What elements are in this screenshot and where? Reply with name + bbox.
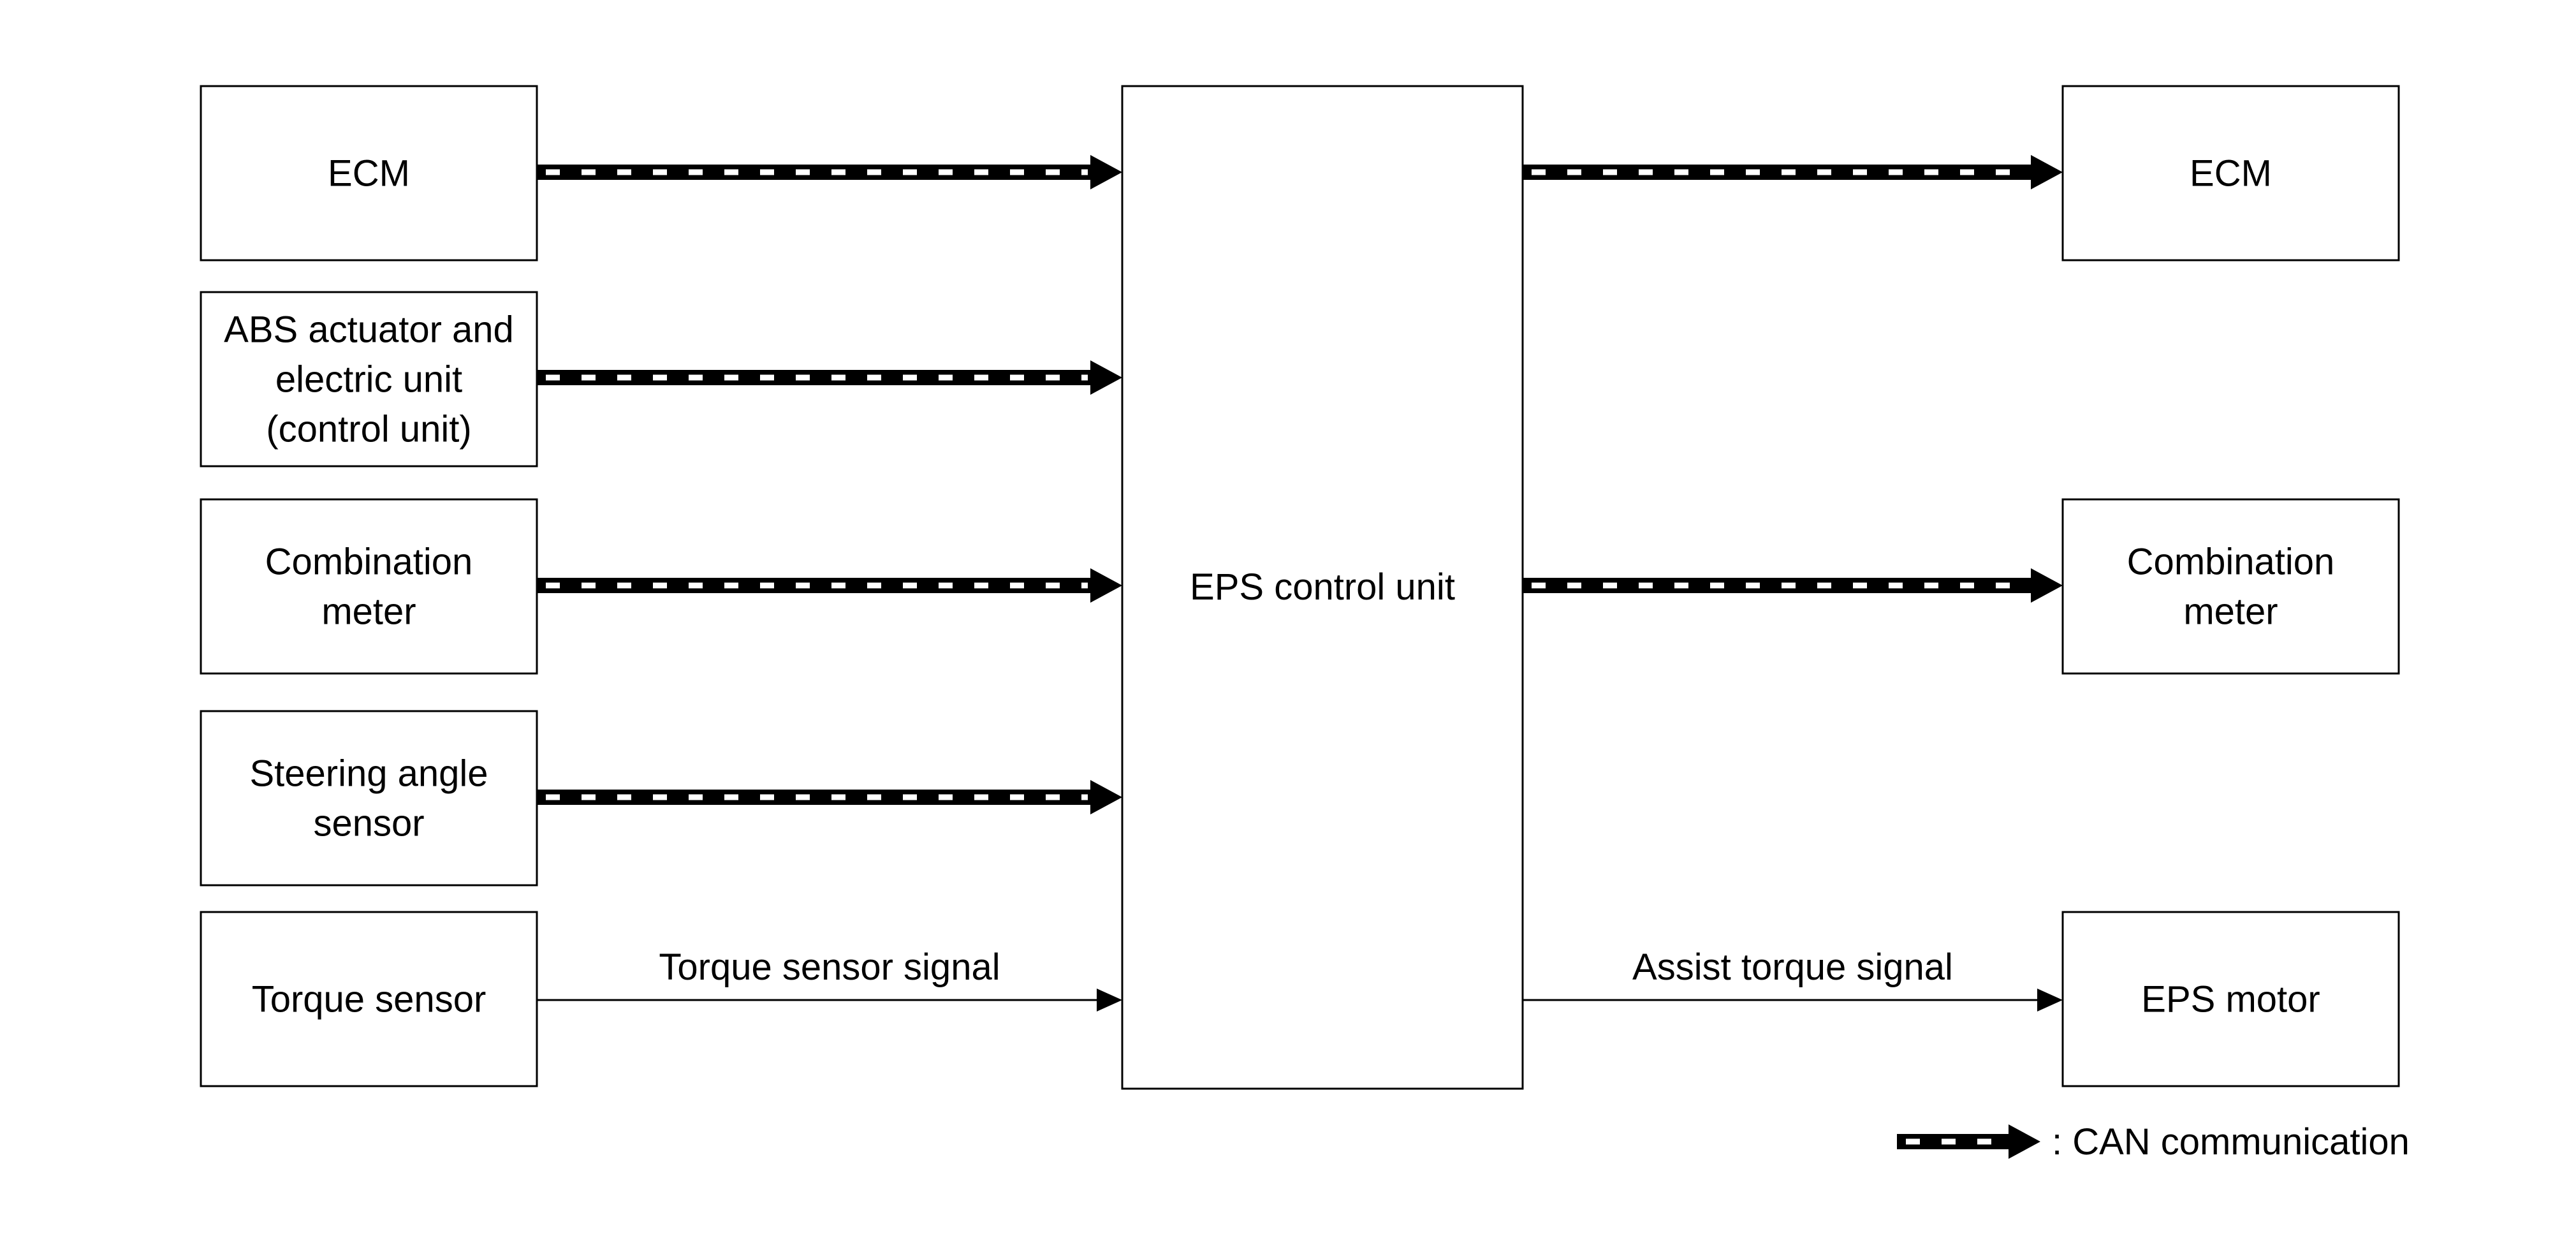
eps-control-unit-box: EPS control unit xyxy=(1121,85,1524,1090)
eps-control-unit-frame xyxy=(1121,85,1524,1090)
legend-label: : CAN communication xyxy=(2052,1121,2410,1163)
output-can-arrow-2 xyxy=(1523,568,2063,603)
input-box-3-frame xyxy=(200,498,538,675)
input-box-2-label-line: (control unit) xyxy=(266,409,471,450)
input-signal-arrow-5-arrowhead xyxy=(1097,989,1122,1012)
input-box-4-label-line: sensor xyxy=(313,803,424,844)
input-can-arrow-4-arrowhead xyxy=(1090,780,1122,814)
output-box-3: EPS motor xyxy=(2061,911,2400,1087)
input-can-arrow-2-arrowhead xyxy=(1090,360,1122,395)
output-box-2-frame xyxy=(2061,498,2400,675)
output-box-3-frame xyxy=(2061,911,2400,1087)
output-box-2: Combination meter xyxy=(2061,498,2400,675)
input-can-arrow-3 xyxy=(537,568,1122,603)
input-can-arrow-4 xyxy=(537,780,1122,814)
output-signal-arrow-3-arrowhead xyxy=(2037,989,2063,1012)
input-box-2-label-line: ABS actuator and xyxy=(224,309,514,351)
input-box-5: Torque sensor xyxy=(200,911,538,1087)
input-box-5-frame xyxy=(200,911,538,1087)
input-box-2: ABS actuator and electric unit (control un… xyxy=(200,291,538,467)
input-box-3-label-line: Combination xyxy=(265,541,473,583)
output-can-arrow-1-arrowhead xyxy=(2031,155,2063,189)
output-box-1-label-line: ECM xyxy=(2190,153,2272,195)
legend: : CAN communication xyxy=(1897,1121,2410,1163)
input-box-4-label-line: Steering angle xyxy=(249,753,488,795)
output-can-arrow-1 xyxy=(1523,155,2063,189)
input-can-arrow-3-arrowhead xyxy=(1090,568,1122,603)
input-can-arrow-1-arrowhead xyxy=(1090,155,1122,189)
output-box-3-label-line: EPS motor xyxy=(2141,979,2320,1020)
input-box-4: Steering angle sensor xyxy=(200,710,538,887)
legend-can-symbol-arrowhead xyxy=(2009,1124,2040,1159)
legend-can-symbol xyxy=(1897,1124,2040,1159)
output-can-arrow-2-arrowhead xyxy=(2031,568,2063,603)
output-box-1: ECM xyxy=(2061,85,2400,261)
input-signal-arrow-5-label: Torque sensor signal xyxy=(659,946,1000,988)
input-box-5-label-line: Torque sensor xyxy=(252,979,487,1020)
input-box-4-frame xyxy=(200,710,538,887)
input-box-3-label-line: meter xyxy=(321,591,416,633)
input-box-1-frame xyxy=(200,85,538,261)
output-signal-arrow-3-label: Assist torque signal xyxy=(1632,946,1953,988)
input-signal-arrow-5: Torque sensor signal xyxy=(537,946,1122,1012)
input-box-2-label-line: electric unit xyxy=(275,359,462,401)
eps-control-unit-label: EPS control unit xyxy=(1190,566,1455,608)
output-box-2-label-line: meter xyxy=(2183,591,2278,633)
input-can-arrow-2 xyxy=(537,360,1122,395)
input-box-2-frame xyxy=(200,291,538,467)
input-box-3: Combination meter xyxy=(200,498,538,675)
input-can-arrow-1 xyxy=(537,155,1122,189)
input-box-1: ECM xyxy=(200,85,538,261)
output-signal-arrow-3: Assist torque signal xyxy=(1523,946,2063,1012)
output-box-1-frame xyxy=(2061,85,2400,261)
output-box-2-label-line: Combination xyxy=(2127,541,2335,583)
input-box-1-label-line: ECM xyxy=(328,153,410,195)
